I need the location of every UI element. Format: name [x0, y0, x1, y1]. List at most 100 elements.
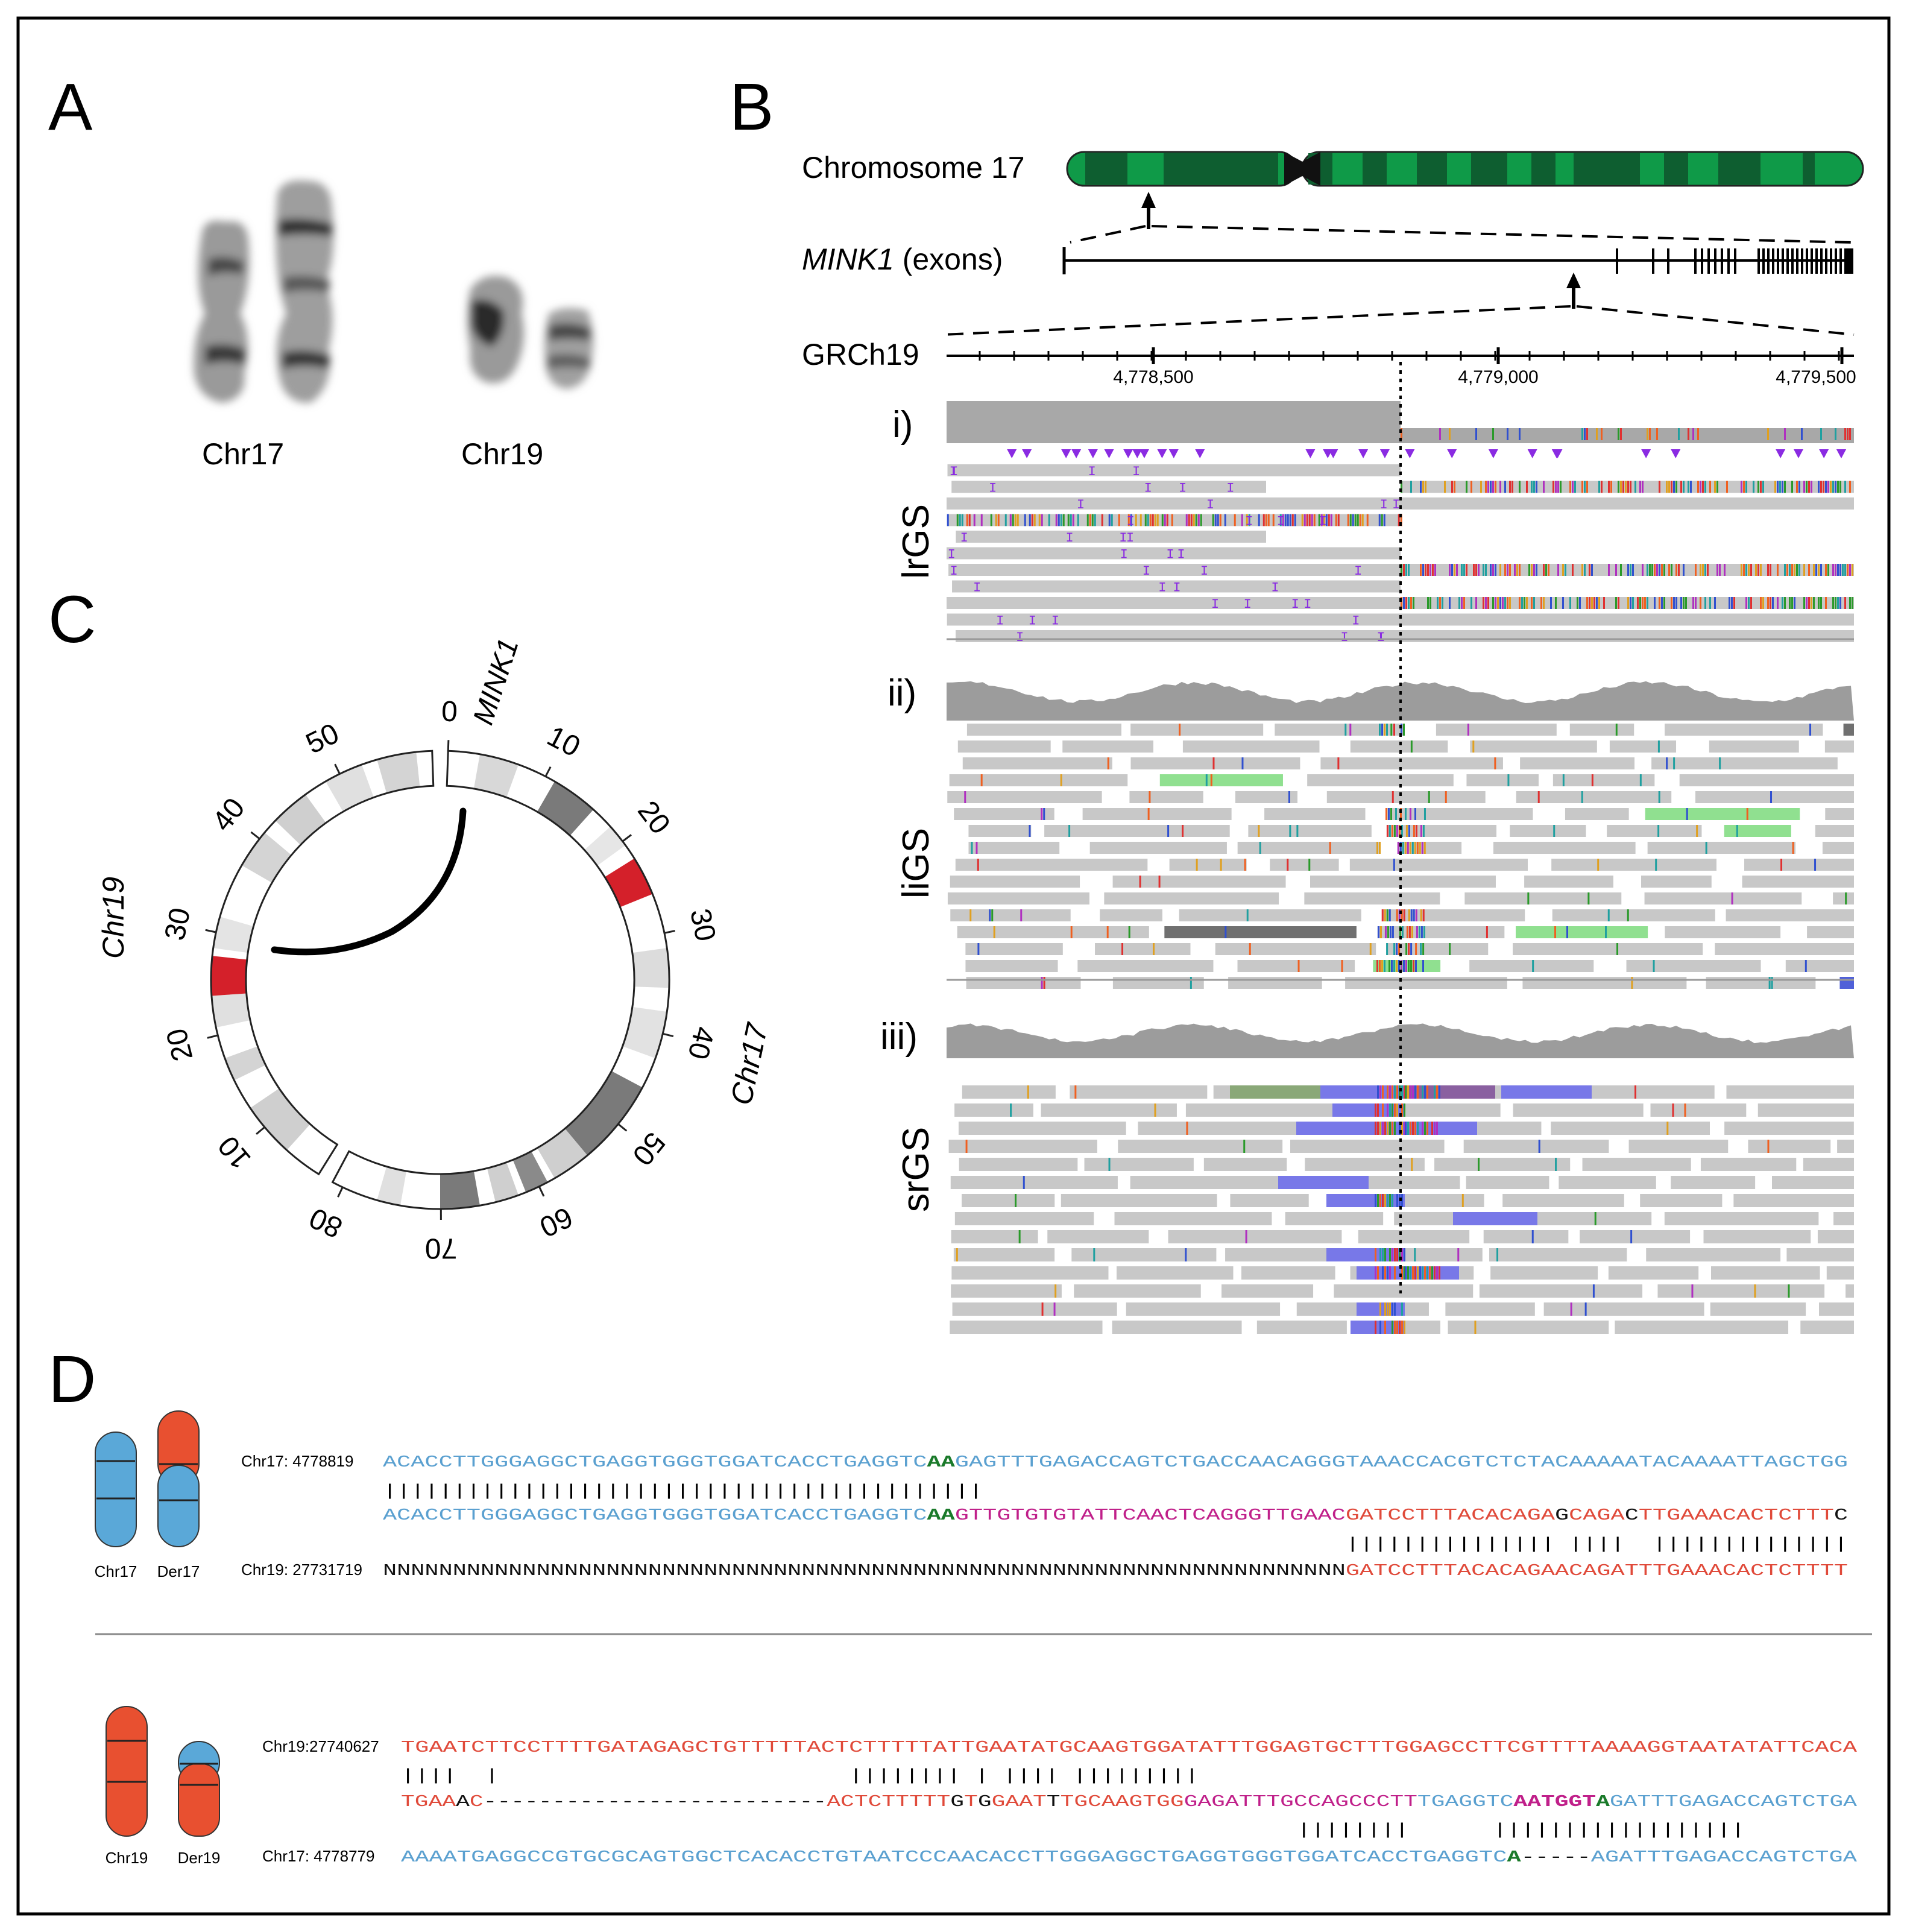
- mismatch: [1401, 1103, 1403, 1117]
- mismatch: [1607, 909, 1610, 921]
- short-read: [1118, 1140, 1283, 1153]
- linked-read: [1470, 740, 1597, 753]
- exon-mark: [1791, 248, 1794, 274]
- mismatch: [1634, 481, 1636, 493]
- mismatch: [1074, 1085, 1077, 1099]
- mismatch: [1393, 960, 1395, 972]
- sequence-segment: G: [950, 1793, 964, 1811]
- mismatch: [1200, 514, 1202, 526]
- mismatch: [1053, 1302, 1056, 1316]
- mismatch: [1647, 564, 1648, 576]
- mismatch: [1012, 514, 1014, 526]
- mismatch: [1004, 514, 1007, 526]
- long-read: [1401, 497, 1854, 510]
- linked-read: [965, 943, 1063, 955]
- insertion-mark: I: [1143, 564, 1150, 579]
- bottom-row1-label: Chr19:27740627: [262, 1737, 379, 1755]
- insertion-mark: I: [1029, 614, 1036, 629]
- mismatch: [956, 514, 959, 526]
- mismatch: [1495, 564, 1496, 576]
- exon-mark: [1757, 248, 1760, 274]
- mismatch: [1401, 564, 1402, 576]
- chr19-tick: [250, 831, 260, 840]
- mismatch: [1144, 514, 1147, 526]
- short-read: [1833, 1212, 1854, 1225]
- mismatch: [1108, 1158, 1111, 1171]
- mismatch: [1410, 1085, 1411, 1099]
- mismatch: [947, 514, 949, 526]
- mismatch: [1579, 597, 1581, 609]
- exon-mark: [1721, 248, 1723, 274]
- mismatch: [1352, 514, 1354, 526]
- insertion-mark: I: [1088, 464, 1096, 479]
- chr19-tick: [256, 1126, 265, 1135]
- panel-c-letter: C: [48, 582, 96, 657]
- sequence-segment: C: [470, 1793, 484, 1811]
- mismatch: [993, 926, 995, 938]
- short-read: [1771, 1176, 1854, 1189]
- mismatch: [1844, 428, 1846, 440]
- linked-read: [1237, 842, 1379, 854]
- short-read: [1041, 1103, 1177, 1117]
- insertion-mark: I: [1377, 630, 1385, 645]
- exon-mark: [1782, 248, 1784, 274]
- mismatch: [1386, 825, 1388, 837]
- mismatch: [1637, 597, 1639, 609]
- mismatch: [1241, 514, 1243, 526]
- long-read: [1401, 630, 1854, 642]
- mismatch: [1408, 943, 1410, 955]
- insertion-triangle: [1358, 449, 1369, 458]
- mismatch: [1478, 1158, 1480, 1171]
- mismatch: [1420, 481, 1422, 493]
- linked-read: [965, 960, 1058, 972]
- short-read: [959, 1158, 1078, 1171]
- linked-read: [947, 892, 1089, 904]
- mismatch: [1381, 909, 1384, 921]
- exon-mark: [1820, 248, 1823, 274]
- mismatch: [1533, 481, 1535, 493]
- mismatch: [1388, 825, 1391, 837]
- lrgs-label: lrGS: [895, 504, 937, 579]
- mismatch: [969, 909, 972, 921]
- mismatch: [1389, 1085, 1391, 1099]
- mismatch: [1733, 597, 1735, 609]
- mismatch: [1196, 859, 1198, 871]
- long-read: [1401, 613, 1854, 626]
- mismatch: [1608, 564, 1610, 576]
- mismatch: [1639, 597, 1641, 609]
- linked-read: [1552, 909, 1715, 921]
- mismatch: [1615, 724, 1618, 736]
- mismatch: [1490, 564, 1492, 576]
- short-read: [962, 1194, 1055, 1207]
- mismatch: [1234, 514, 1236, 526]
- mismatch: [968, 514, 971, 526]
- linked-read: [1270, 859, 1339, 871]
- mismatch: [1382, 1103, 1384, 1117]
- mismatch: [1668, 481, 1670, 493]
- figure-border: [16, 16, 1891, 1916]
- mismatch: [1392, 1103, 1393, 1117]
- mismatch: [1396, 825, 1398, 837]
- mismatch: [1586, 597, 1588, 609]
- mismatch: [1403, 564, 1405, 576]
- linked-read: [968, 825, 1032, 837]
- mismatch: [1736, 825, 1738, 837]
- mismatch: [1675, 481, 1677, 493]
- mismatch: [1313, 514, 1316, 526]
- insertion-mark: I: [1380, 497, 1388, 513]
- chr19-label: Chr19: [461, 437, 543, 471]
- mismatch: [1543, 564, 1545, 576]
- mismatch: [1492, 428, 1494, 440]
- short-read: [1221, 1284, 1314, 1298]
- linked-read: [1215, 943, 1376, 955]
- mismatch: [1375, 1266, 1376, 1280]
- mismatch: [1780, 859, 1783, 871]
- mismatch: [1770, 597, 1771, 609]
- mismatch: [1392, 1302, 1393, 1316]
- mismatch: [1832, 481, 1834, 493]
- mismatch: [1392, 1248, 1393, 1261]
- linked-read: [1077, 960, 1214, 972]
- srgs-track: [947, 1023, 1854, 1334]
- panel-c-circos: MINK1 Chr19 Chr17 0102030405060708010203…: [96, 634, 775, 1264]
- mismatch: [1258, 825, 1260, 837]
